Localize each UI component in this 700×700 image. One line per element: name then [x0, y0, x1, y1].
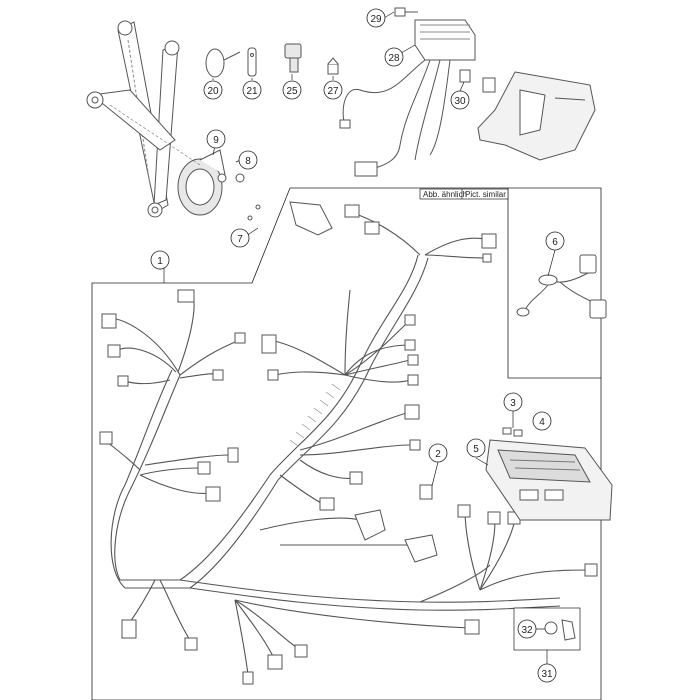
svg-text:28: 28 — [388, 53, 400, 64]
box-label-de: Abb. ähnlich — [423, 190, 467, 199]
fuse-holder-assembly — [516, 254, 607, 319]
callout-2[interactable]: 2 — [428, 443, 448, 463]
holder-strip-part — [247, 47, 257, 77]
svg-text:5: 5 — [473, 444, 479, 455]
regulator-connector — [339, 119, 378, 177]
harness-connectors — [99, 204, 598, 685]
svg-text:20: 20 — [207, 86, 219, 97]
holder-plate-part — [247, 201, 333, 236]
callout-21[interactable]: 21 — [242, 80, 262, 100]
pict-similar-box: Abb. ähnlich Pict. similar — [419, 188, 509, 200]
callout-6[interactable]: 6 — [545, 231, 565, 251]
callout-3[interactable]: 3 — [503, 392, 523, 412]
callout-5[interactable]: 5 — [466, 438, 486, 458]
svg-text:30: 30 — [454, 96, 466, 107]
voltage-regulator — [394, 7, 476, 61]
leader-lines — [159, 11, 556, 630]
svg-text:4: 4 — [539, 417, 545, 428]
svg-text:31: 31 — [541, 669, 553, 680]
side-stand-assembly — [86, 20, 180, 218]
svg-text:8: 8 — [245, 156, 251, 167]
svg-text:7: 7 — [237, 234, 243, 245]
svg-text:25: 25 — [286, 86, 298, 97]
clip-part — [327, 57, 339, 75]
callout-9[interactable]: 9 — [206, 129, 226, 149]
callout-30[interactable]: 30 — [450, 90, 470, 110]
svg-text:21: 21 — [246, 86, 258, 97]
fuse-box — [485, 439, 613, 521]
callout-4[interactable]: 4 — [532, 411, 552, 431]
fuse-parts — [502, 427, 523, 437]
callout-20[interactable]: 20 — [203, 80, 223, 100]
svg-text:32: 32 — [521, 625, 533, 636]
callout-28[interactable]: 28 — [384, 47, 404, 67]
svg-text:2: 2 — [435, 449, 441, 460]
box-label-en: Pict. similar — [465, 190, 506, 199]
callout-32[interactable]: 32 — [517, 619, 537, 639]
svg-text:27: 27 — [327, 86, 339, 97]
harness-sleeve-ribs — [289, 383, 341, 447]
callouts: 1 2 3 4 5 6 7 8 — [150, 8, 565, 683]
mounting-bracket — [459, 69, 596, 161]
callout-1[interactable]: 1 — [150, 250, 170, 270]
svg-text:29: 29 — [370, 14, 382, 25]
callout-7[interactable]: 7 — [230, 228, 250, 248]
svg-text:9: 9 — [213, 135, 219, 146]
callout-25[interactable]: 25 — [282, 80, 302, 100]
callout-27[interactable]: 27 — [323, 80, 343, 100]
connector-cap-part — [284, 43, 302, 73]
cable-tie-part — [205, 48, 241, 78]
callout-8[interactable]: 8 — [238, 150, 258, 170]
callout-29[interactable]: 29 — [366, 8, 386, 28]
main-wiring-harness — [104, 211, 591, 676]
svg-text:6: 6 — [552, 237, 558, 248]
svg-text:3: 3 — [510, 398, 516, 409]
callout-31[interactable]: 31 — [537, 663, 557, 683]
regulator-wires — [342, 59, 451, 169]
horn-assembly — [177, 149, 245, 216]
svg-text:1: 1 — [157, 256, 163, 267]
